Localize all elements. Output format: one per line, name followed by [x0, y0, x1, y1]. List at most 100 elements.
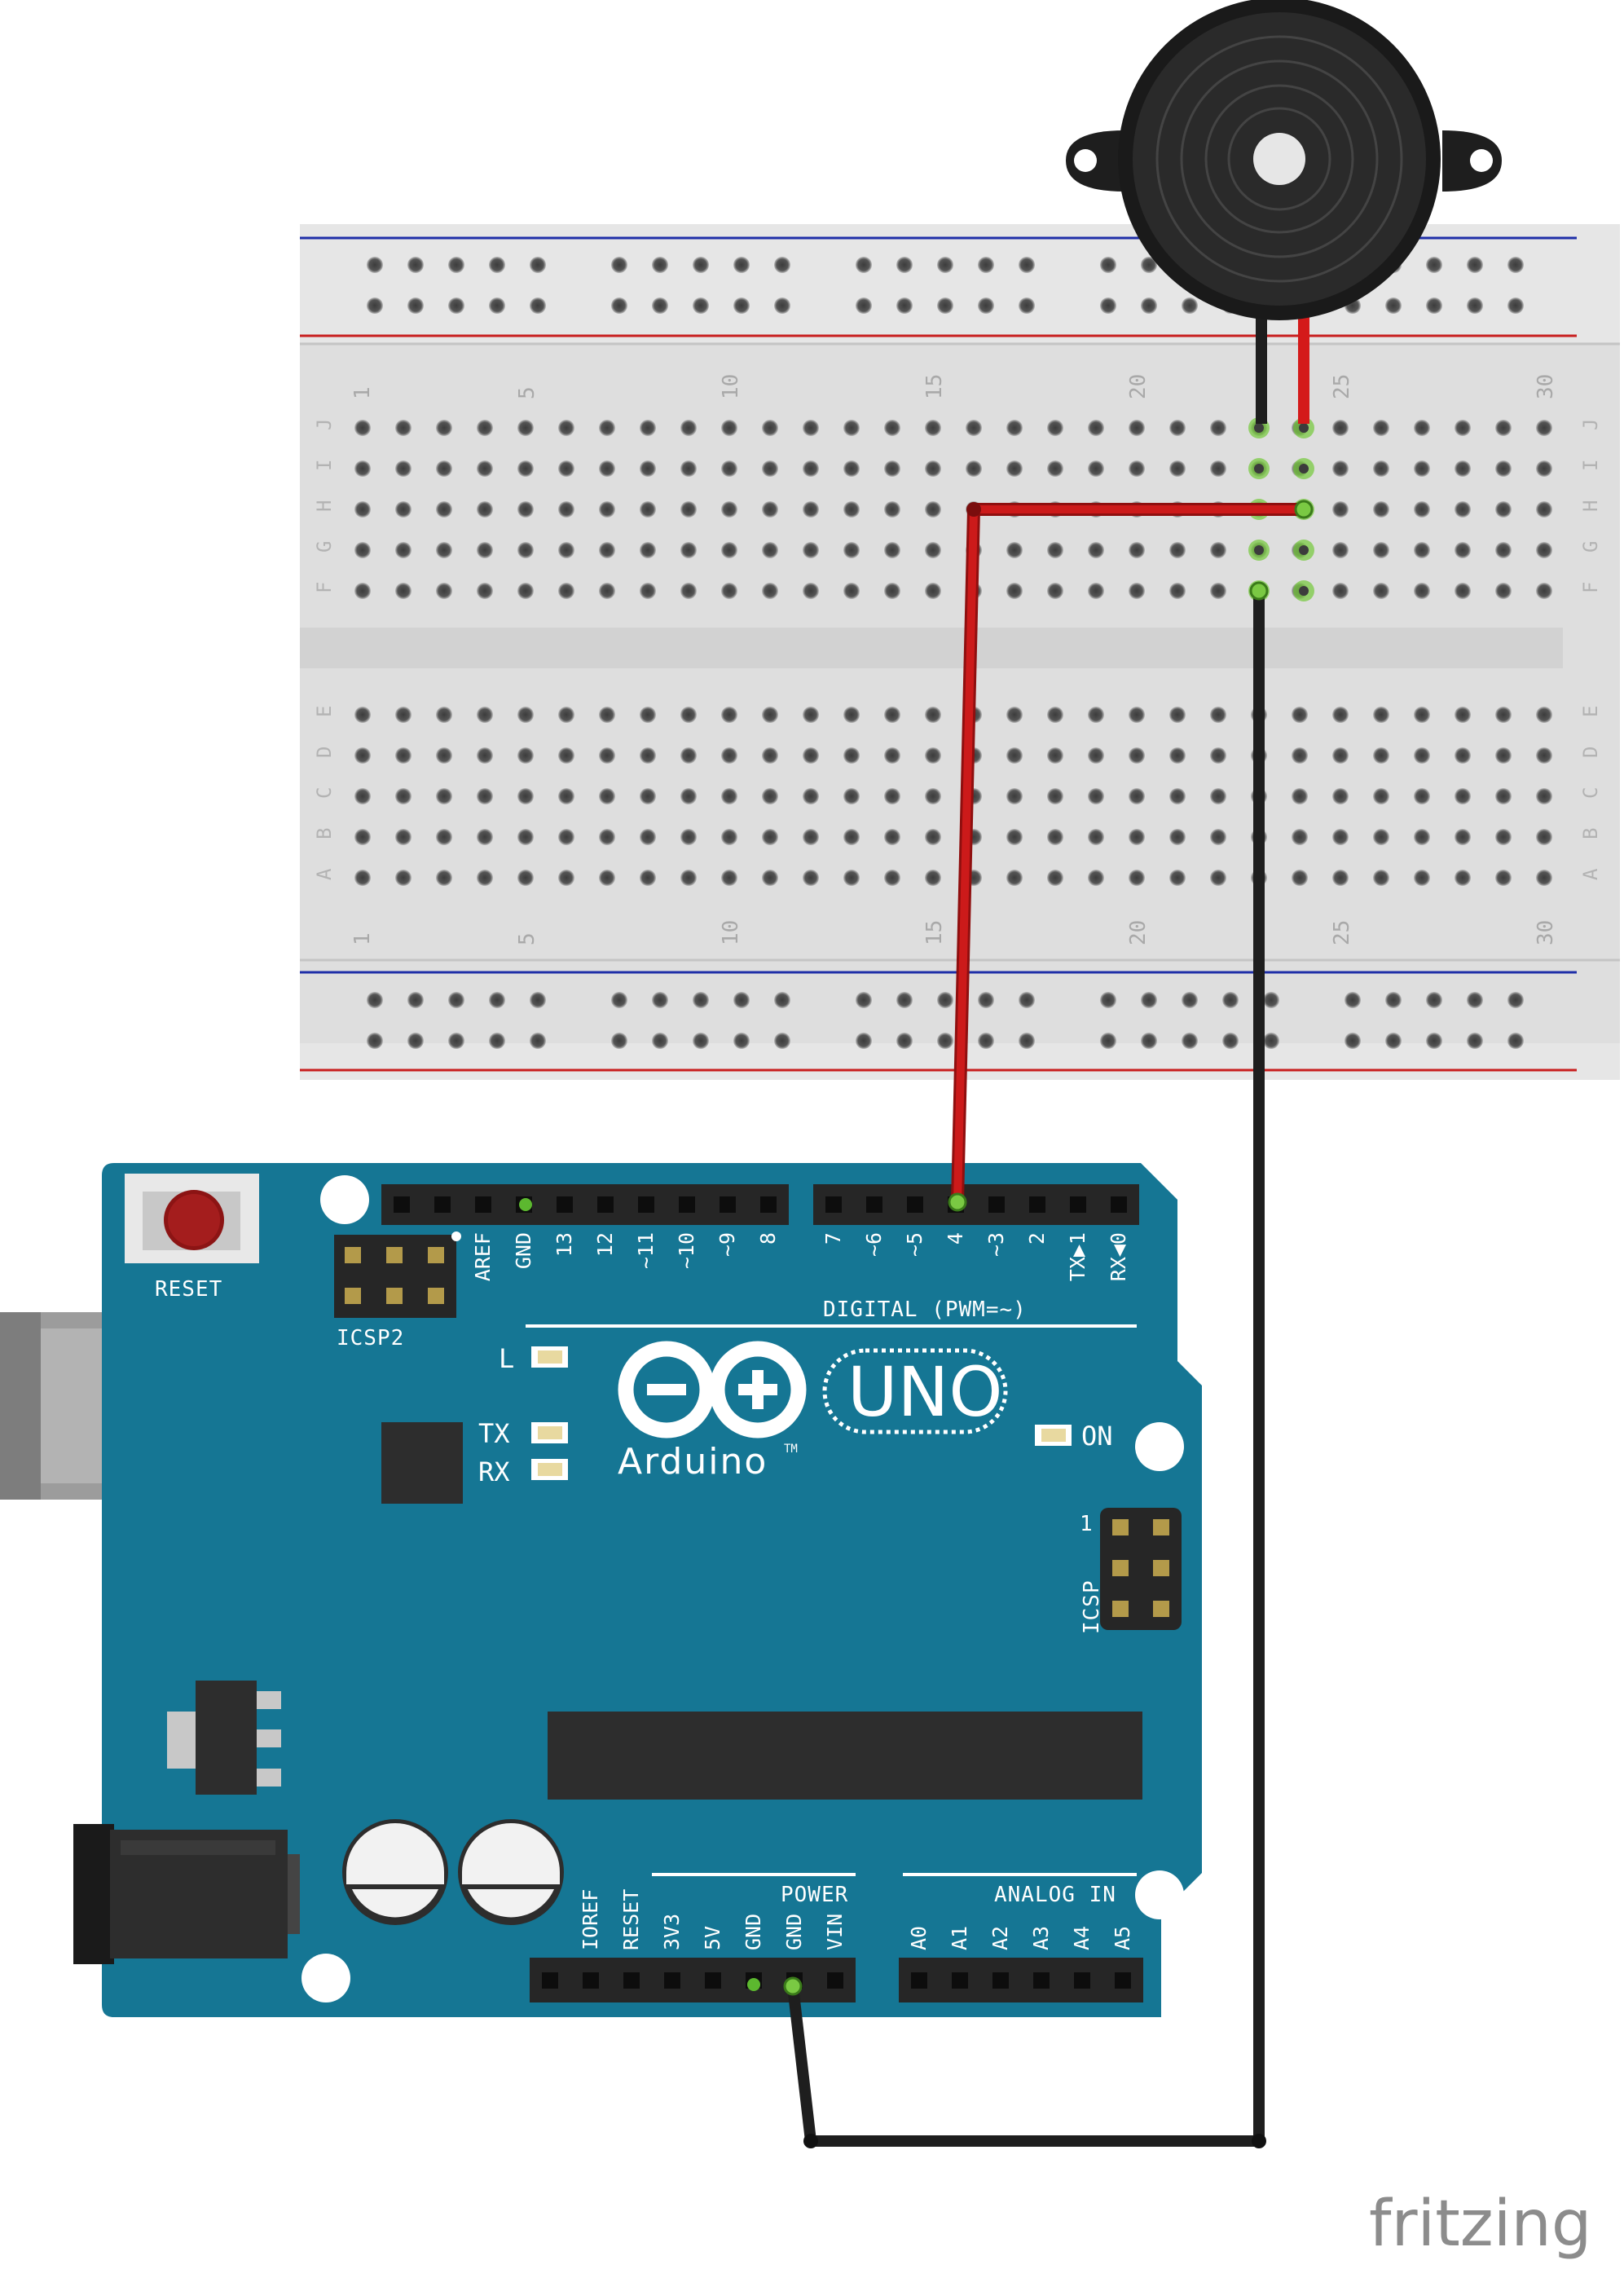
- breadboard-hole[interactable]: [925, 747, 941, 764]
- rail-hole[interactable]: [1426, 257, 1442, 273]
- breadboard-hole[interactable]: [395, 707, 412, 723]
- breadboard-hole[interactable]: [721, 583, 737, 599]
- header-pin[interactable]: [638, 1196, 654, 1213]
- breadboard-hole[interactable]: [1373, 501, 1389, 518]
- rail-hole[interactable]: [1141, 992, 1157, 1008]
- breadboard-hole[interactable]: [1210, 542, 1226, 558]
- breadboard-hole[interactable]: [721, 747, 737, 764]
- rail-hole[interactable]: [489, 297, 505, 314]
- breadboard-hole[interactable]: [1088, 747, 1104, 764]
- breadboard-hole[interactable]: [1088, 583, 1104, 599]
- breadboard-hole[interactable]: [680, 420, 697, 436]
- breadboard-hole[interactable]: [803, 420, 819, 436]
- breadboard-hole[interactable]: [640, 542, 656, 558]
- breadboard-hole[interactable]: [558, 870, 574, 886]
- breadboard-hole[interactable]: [884, 542, 900, 558]
- breadboard-hole[interactable]: [599, 870, 615, 886]
- breadboard-hole[interactable]: [477, 788, 493, 804]
- rail-hole[interactable]: [937, 297, 953, 314]
- breadboard-hole[interactable]: [1495, 870, 1512, 886]
- rail-hole[interactable]: [1222, 1033, 1239, 1049]
- breadboard-hole[interactable]: [884, 829, 900, 845]
- breadboard-hole[interactable]: [925, 420, 941, 436]
- breadboard-hole[interactable]: [517, 460, 534, 477]
- header-pin[interactable]: [760, 1196, 777, 1213]
- breadboard-hole[interactable]: [1006, 747, 1023, 764]
- breadboard-hole[interactable]: [966, 420, 982, 436]
- rail-hole[interactable]: [1507, 1033, 1524, 1049]
- breadboard-hole[interactable]: [1292, 870, 1308, 886]
- breadboard-hole[interactable]: [517, 420, 534, 436]
- breadboard-hole[interactable]: [599, 747, 615, 764]
- breadboard-hole[interactable]: [1332, 583, 1349, 599]
- breadboard-hole[interactable]: [1129, 460, 1145, 477]
- breadboard-hole[interactable]: [640, 829, 656, 845]
- breadboard-hole[interactable]: [1129, 583, 1145, 599]
- breadboard-hole[interactable]: [1536, 583, 1552, 599]
- breadboard-hole[interactable]: [1006, 542, 1023, 558]
- header-pin[interactable]: [907, 1196, 923, 1213]
- breadboard-hole[interactable]: [517, 501, 534, 518]
- breadboard-hole[interactable]: [1414, 707, 1430, 723]
- rail-hole[interactable]: [448, 257, 464, 273]
- breadboard-hole[interactable]: [558, 707, 574, 723]
- rail-hole[interactable]: [1100, 1033, 1116, 1049]
- breadboard-hole[interactable]: [1455, 870, 1471, 886]
- breadboard-hole[interactable]: [1455, 747, 1471, 764]
- rail-hole[interactable]: [693, 992, 709, 1008]
- breadboard-hole[interactable]: [1129, 542, 1145, 558]
- breadboard-hole[interactable]: [1292, 788, 1308, 804]
- breadboard-hole[interactable]: [1088, 829, 1104, 845]
- breadboard-hole[interactable]: [599, 420, 615, 436]
- breadboard-hole[interactable]: [1292, 829, 1308, 845]
- rail-hole[interactable]: [733, 992, 750, 1008]
- breadboard-hole[interactable]: [1332, 788, 1349, 804]
- rail-hole[interactable]: [652, 297, 668, 314]
- breadboard-hole[interactable]: [680, 870, 697, 886]
- breadboard-hole[interactable]: [1414, 583, 1430, 599]
- breadboard-hole[interactable]: [1210, 707, 1226, 723]
- breadboard-hole[interactable]: [436, 829, 452, 845]
- breadboard-hole[interactable]: [762, 870, 778, 886]
- breadboard-hole[interactable]: [1495, 829, 1512, 845]
- rail-hole[interactable]: [1345, 992, 1361, 1008]
- rail-hole[interactable]: [407, 257, 424, 273]
- breadboard-hole[interactable]: [925, 460, 941, 477]
- header-pin[interactable]: [583, 1972, 599, 1989]
- breadboard-hole[interactable]: [1210, 460, 1226, 477]
- breadboard-hole[interactable]: [1129, 747, 1145, 764]
- breadboard-hole[interactable]: [680, 747, 697, 764]
- breadboard-hole[interactable]: [1332, 707, 1349, 723]
- rail-hole[interactable]: [407, 297, 424, 314]
- breadboard-hole[interactable]: [680, 707, 697, 723]
- breadboard-hole[interactable]: [436, 460, 452, 477]
- rail-hole[interactable]: [896, 257, 913, 273]
- breadboard-hole[interactable]: [884, 460, 900, 477]
- breadboard-hole[interactable]: [1210, 870, 1226, 886]
- breadboard-hole[interactable]: [1169, 542, 1186, 558]
- breadboard-hole[interactable]: [395, 747, 412, 764]
- header-pin[interactable]: [394, 1196, 410, 1213]
- rail-hole[interactable]: [774, 992, 790, 1008]
- breadboard-hole[interactable]: [1373, 583, 1389, 599]
- breadboard-hole[interactable]: [680, 542, 697, 558]
- rail-hole[interactable]: [1100, 257, 1116, 273]
- breadboard-hole[interactable]: [1047, 829, 1063, 845]
- breadboard-hole[interactable]: [1495, 542, 1512, 558]
- breadboard-hole[interactable]: [721, 870, 737, 886]
- breadboard-hole[interactable]: [395, 788, 412, 804]
- reset-button[interactable]: [125, 1174, 259, 1263]
- rail-hole[interactable]: [611, 257, 627, 273]
- breadboard-hole[interactable]: [925, 542, 941, 558]
- rail-hole[interactable]: [489, 257, 505, 273]
- rail-hole[interactable]: [937, 1033, 953, 1049]
- breadboard-hole[interactable]: [1292, 747, 1308, 764]
- breadboard-hole[interactable]: [843, 583, 860, 599]
- breadboard-hole[interactable]: [721, 542, 737, 558]
- breadboard-hole[interactable]: [925, 583, 941, 599]
- header-pin[interactable]: [992, 1972, 1009, 1989]
- breadboard-hole[interactable]: [1373, 420, 1389, 436]
- breadboard-hole[interactable]: [558, 788, 574, 804]
- breadboard-hole[interactable]: [721, 460, 737, 477]
- rail-hole[interactable]: [774, 1033, 790, 1049]
